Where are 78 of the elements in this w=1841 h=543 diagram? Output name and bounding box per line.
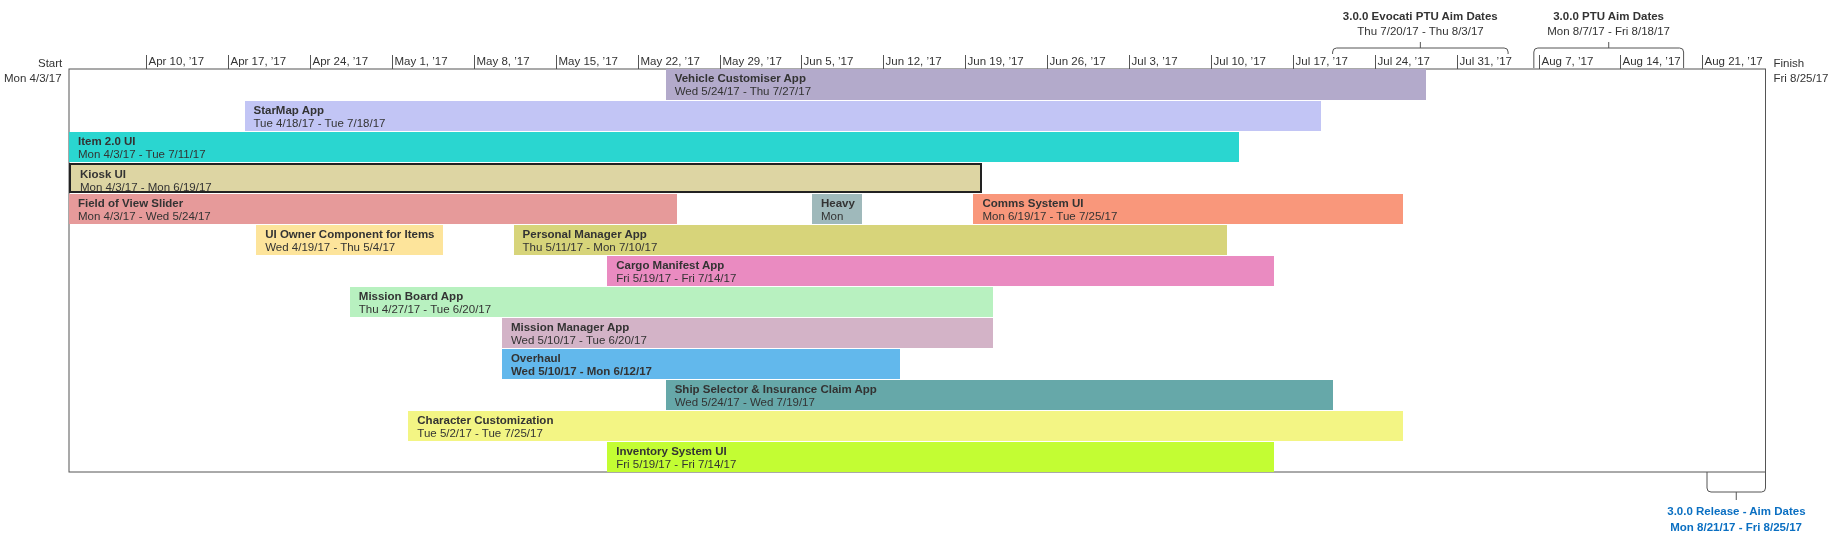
finish-label: Finish — [1773, 56, 1805, 70]
task-bar — [665, 69, 1427, 100]
callout-dates: Mon 8/21/17 - Fri 8/25/17 — [1670, 520, 1802, 534]
task-dates: Fri 5/19/17 - Fri 7/14/17 — [616, 458, 738, 471]
task-dates: Wed 5/24/17 - Thu 7/27/17 — [674, 85, 813, 98]
task-dates: Thu 4/27/17 - Tue 6/20/17 — [358, 303, 493, 316]
task-dates: Mon — [820, 210, 845, 223]
task-name: Inventory System UI — [616, 445, 728, 458]
task-dates: Mon 4/3/17 - Mon 6/19/17 — [80, 181, 213, 194]
task-bar — [513, 225, 1228, 255]
axis-date-label: May 29, ’17 — [722, 54, 782, 68]
task-bar — [665, 380, 1333, 410]
task-bar — [69, 132, 1239, 162]
axis-date-label: Apr 10, ’17 — [148, 54, 205, 68]
axis-date-label: Apr 24, ’17 — [312, 54, 369, 68]
task-bar — [256, 225, 444, 255]
axis-date-label: Jun 19, ’17 — [967, 54, 1024, 68]
callout-dates: Mon 8/7/17 - Fri 8/18/17 — [1547, 24, 1670, 38]
task-dates: Wed 4/19/17 - Thu 5/4/17 — [265, 241, 397, 254]
task-dates: Wed 5/10/17 - Tue 6/20/17 — [510, 334, 648, 347]
task-dates: Tue 5/2/17 - Tue 7/25/17 — [417, 427, 544, 440]
task-name: Character Customization — [417, 414, 555, 427]
callout-title: 3.0.0 Evocati PTU Aim Dates — [1342, 9, 1498, 23]
start-label: Start — [38, 56, 63, 70]
task-name: Mission Manager App — [510, 321, 631, 334]
axis-date-label: Apr 17, ’17 — [230, 54, 287, 68]
task-name: Vehicle Customiser App — [674, 72, 807, 85]
callout-dates: Thu 7/20/17 - Thu 8/3/17 — [1357, 24, 1484, 38]
axis-date-label: May 8, ’17 — [476, 54, 530, 68]
task-name: Overhaul — [510, 352, 562, 365]
finish-date: Fri 8/25/17 — [1773, 71, 1829, 85]
task-bar — [607, 442, 1275, 472]
task-dates: Wed 5/24/17 - Wed 7/19/17 — [674, 396, 816, 409]
task-dates: Fri 5/19/17 - Fri 7/14/17 — [616, 272, 738, 285]
task-name: Ship Selector & Insurance Claim App — [674, 383, 878, 396]
task-name: UI Owner Component for Items — [265, 228, 436, 241]
task-name: StarMap App — [253, 104, 325, 117]
task-name: Cargo Manifest App — [616, 259, 726, 272]
axis-date-label: Jun 12, ’17 — [885, 54, 942, 68]
axis-date-label: Jun 26, ’17 — [1049, 54, 1106, 68]
axis-date-label: Aug 14, ’17 — [1622, 54, 1681, 68]
task-name: Personal Manager App — [522, 228, 648, 241]
callout-title: 3.0.0 Release - Aim Dates — [1667, 504, 1806, 518]
axis-date-label: Jul 31, ’17 — [1459, 54, 1512, 68]
axis-date-label: Jul 17, ’17 — [1295, 54, 1348, 68]
task-bar — [349, 287, 994, 317]
task-bar — [811, 194, 863, 224]
start-date: Mon 4/3/17 — [4, 71, 62, 85]
task-bar — [408, 411, 1403, 441]
task-name: Comms System UI — [982, 197, 1085, 210]
task-dates: Mon 4/3/17 - Wed 5/24/17 — [78, 210, 212, 223]
task-bar — [501, 318, 994, 348]
axis-date-label: May 15, ’17 — [558, 54, 618, 68]
axis-date-label: Jun 5, ’17 — [803, 54, 854, 68]
task-name: Heavy — [820, 197, 856, 210]
axis-date-label: Aug 21, ’17 — [1704, 54, 1763, 68]
axis-date-label: Jul 24, ’17 — [1377, 54, 1430, 68]
task-name: Kiosk UI — [80, 168, 127, 181]
callout-title: 3.0.0 PTU Aim Dates — [1553, 9, 1664, 23]
axis-date-label: Aug 7, ’17 — [1541, 54, 1594, 68]
task-bar — [607, 256, 1275, 286]
task-dates: Tue 4/18/17 - Tue 7/18/17 — [253, 117, 387, 130]
task-name: Field of View Slider — [78, 197, 185, 210]
task-bar — [69, 163, 982, 193]
task-bar — [501, 349, 900, 379]
axis-date-label: May 22, ’17 — [640, 54, 700, 68]
task-bar — [973, 194, 1403, 224]
task-dates: Wed 5/10/17 - Mon 6/12/17 — [510, 365, 653, 378]
axis-date-label: Jul 3, ’17 — [1131, 54, 1178, 68]
task-bar — [69, 194, 678, 224]
task-bar — [244, 101, 1321, 131]
task-dates: Thu 5/11/17 - Mon 7/10/17 — [522, 241, 659, 254]
task-dates: Mon 4/3/17 - Tue 7/11/17 — [78, 148, 207, 161]
task-name: Item 2.0 UI — [78, 135, 137, 148]
task-name: Mission Board App — [358, 290, 465, 303]
axis-date-label: Jul 10, ’17 — [1213, 54, 1266, 68]
axis-date-label: May 1, ’17 — [394, 54, 448, 68]
task-dates: Mon 6/19/17 - Tue 7/25/17 — [982, 210, 1119, 223]
